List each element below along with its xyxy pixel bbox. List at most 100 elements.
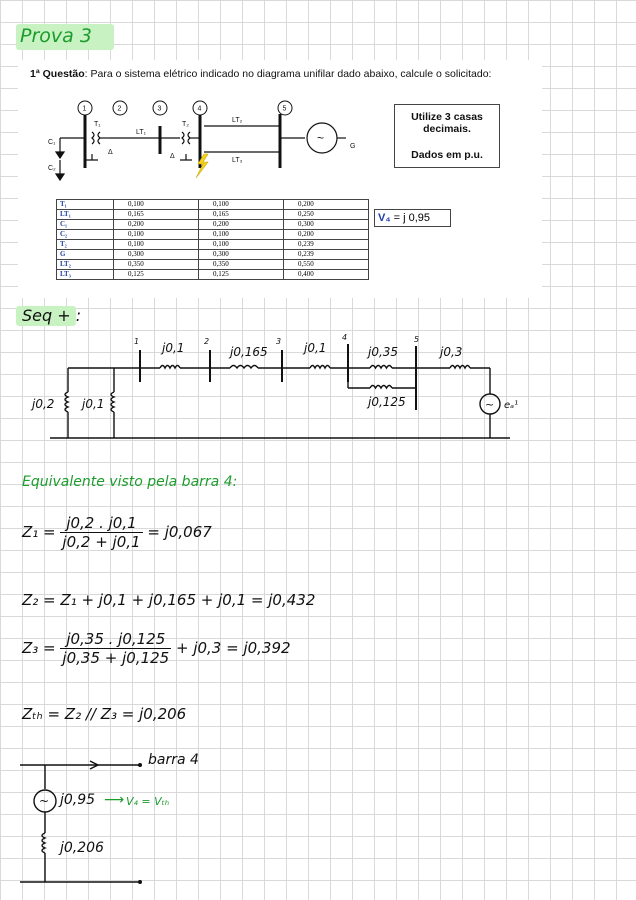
question-label: 1ª Questão xyxy=(30,68,85,80)
table-cell: 0,400 xyxy=(283,269,369,280)
table-cell: 0,350 xyxy=(198,259,284,270)
z-t1-label: j0,1 xyxy=(160,341,184,355)
delta1-label: Δ xyxy=(108,149,113,156)
lt2-label: LT₂ xyxy=(232,117,243,124)
z-c1-label: j0,2 xyxy=(30,397,54,411)
source-label: eₐ¹ xyxy=(504,400,518,411)
c2-label: C₂ xyxy=(48,165,56,172)
question-text: 1ª Questão: Para o sistema elétrico indi… xyxy=(30,68,491,80)
table-cell: 0,239 xyxy=(283,239,369,250)
delta2-label: Δ xyxy=(170,153,175,160)
bus4-label: 4 xyxy=(198,106,202,113)
table-row-label: LT₁ xyxy=(56,209,114,220)
positive-sequence-circuit: 1 2 3 4 5 j0,1 j0,165 j0,1 j0,35 j0,3 j0… xyxy=(30,333,518,439)
thevenin-bus-label: barra 4 xyxy=(148,752,199,768)
thevenin-arrow: ⟶ xyxy=(104,792,125,808)
page-title: Prova 3 xyxy=(20,25,92,47)
note-box: Utilize 3 casas decimais. Dados em p.u. xyxy=(394,104,500,168)
table-cell: 0,100 xyxy=(198,229,284,240)
table-cell: 0,550 xyxy=(283,259,369,270)
g-label: G xyxy=(350,143,355,150)
table-row-label: LT₂ xyxy=(56,259,114,270)
z1-result: = j0,067 xyxy=(147,523,212,541)
seq-highlight xyxy=(16,306,76,326)
table-cell: 0,100 xyxy=(198,199,284,210)
z-lt3-label: j0,125 xyxy=(366,395,406,409)
single-line-diagram: 1 2 3 4 5 C₁ C₂ T₁ T₂ LT₁ LT₂ LT₃ G Δ Δ … xyxy=(48,100,355,182)
z1-numerator: j0,2 . j0,1 xyxy=(60,514,143,533)
z-lt2-label: j0,35 xyxy=(366,345,398,359)
note-line-2: decimais. xyxy=(423,123,471,135)
c1-label: C₁ xyxy=(48,139,56,146)
z1-denominator: j0,2 + j0,1 xyxy=(62,533,141,551)
question-body: : Para o sistema elétrico indicado no di… xyxy=(84,68,492,80)
table-row-label: T₂ xyxy=(56,239,114,250)
seq-bus-5: 5 xyxy=(414,335,419,344)
table-cell: 0,200 xyxy=(113,219,199,230)
table-cell: 0,200 xyxy=(198,219,284,230)
seq-bus-3: 3 xyxy=(276,337,281,346)
z3-numerator: j0,35 . j0,125 xyxy=(60,630,172,649)
table-cell: 0,300 xyxy=(113,249,199,260)
table-row-label: T₁ xyxy=(56,199,114,210)
z1-name: Z₁ = xyxy=(22,523,56,541)
bus5-label: 5 xyxy=(283,106,287,113)
table-cell: 0,350 xyxy=(113,259,199,270)
table-cell: 0,300 xyxy=(198,249,284,260)
thevenin-impedance: j0,206 xyxy=(60,840,104,856)
v4-box: V₄ = j 0,95 xyxy=(374,209,451,227)
generator-symbol: ~ xyxy=(317,131,324,145)
thevenin-source-value: j0,95 xyxy=(60,792,96,808)
z-c2-label: j0,1 xyxy=(80,397,104,411)
title-highlight xyxy=(16,24,114,50)
thevenin-circuit: ~ xyxy=(20,760,142,884)
bus1-label: 1 xyxy=(83,106,87,113)
lt1-label: LT₁ xyxy=(136,129,147,136)
table-row-label: C₂ xyxy=(56,229,114,240)
z2-equation: Z₂ = Z₁ + j0,1 + j0,165 + j0,1 = j0,432 xyxy=(22,591,316,609)
table-cell: 0,165 xyxy=(113,209,199,220)
seq-bus-4: 4 xyxy=(342,333,347,342)
z-t2-label: j0,1 xyxy=(302,341,326,355)
z-g-label: j0,3 xyxy=(438,345,462,359)
table-cell: 0,200 xyxy=(283,229,369,240)
seq-bus-1: 1 xyxy=(134,337,139,346)
equivalent-title: Equivalente visto pela barra 4: xyxy=(22,474,238,490)
z-lt1-label: j0,165 xyxy=(228,345,268,359)
z1-equation: Z₁ = j0,2 . j0,1 j0,2 + j0,1 = j0,067 xyxy=(22,514,212,551)
t2-label: T₂ xyxy=(182,121,189,128)
table-cell: 0,100 xyxy=(113,239,199,250)
z3-result: + j0,3 = j0,392 xyxy=(175,639,291,657)
table-row-label: G xyxy=(56,249,114,260)
table-cell: 0,239 xyxy=(283,249,369,260)
thevenin-source-note: V₄ = Vₜₕ xyxy=(126,795,170,808)
seq-bus-2: 2 xyxy=(204,337,209,346)
table-cell: 0,100 xyxy=(113,199,199,210)
bus2-label: 2 xyxy=(118,106,122,113)
table-cell: 0,250 xyxy=(283,209,369,220)
table-cell: 0,125 xyxy=(113,269,199,280)
table-row-label: LT₃ xyxy=(56,269,114,280)
table-cell: 0,165 xyxy=(198,209,284,220)
note-line-1: Utilize 3 casas xyxy=(411,111,483,123)
table-cell: 0,100 xyxy=(113,229,199,240)
z1-fraction: j0,2 . j0,1 j0,2 + j0,1 xyxy=(60,514,143,551)
z3-fraction: j0,35 . j0,125 j0,35 + j0,125 xyxy=(60,630,172,667)
v4-label: V₄ xyxy=(378,212,391,224)
thevenin-gen-symbol: ~ xyxy=(39,794,49,808)
table-cell: 0,125 xyxy=(198,269,284,280)
seq-gen-symbol: ~ xyxy=(485,398,494,411)
note-line-3: Dados em p.u. xyxy=(411,149,483,161)
table-cell: 0,300 xyxy=(283,219,369,230)
table-cell: 0,200 xyxy=(283,199,369,210)
zth-equation: Zₜₕ = Z₂ // Z₃ = j0,206 xyxy=(22,705,187,723)
table-row-label: C₁ xyxy=(56,219,114,230)
